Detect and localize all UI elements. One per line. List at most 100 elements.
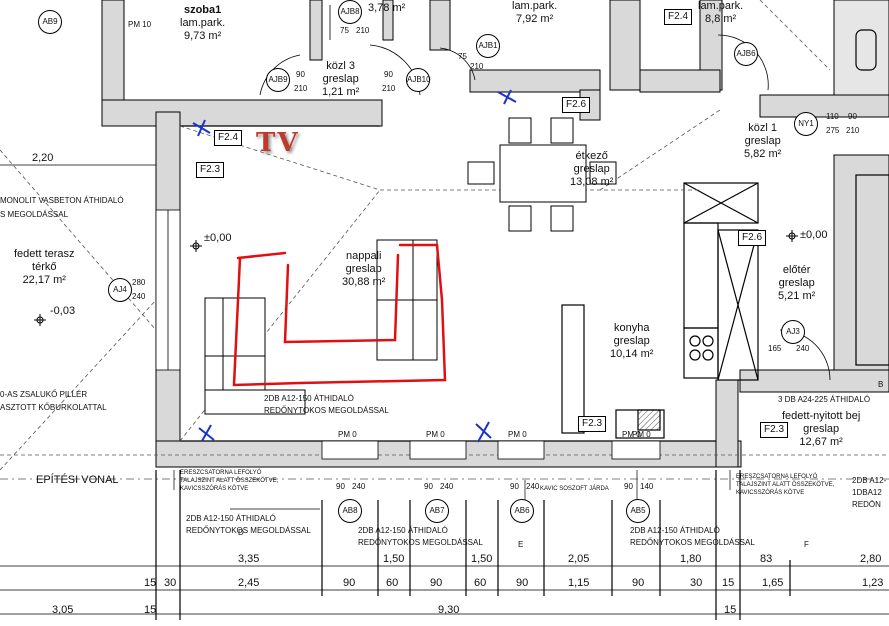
dim-value: 15 <box>722 577 735 589</box>
door-tag-aj3: AJ3 <box>781 320 805 344</box>
door-dim: 280 <box>132 278 146 287</box>
door-dim: 90 <box>624 482 633 491</box>
dim-value: 90 <box>430 577 443 589</box>
door-dim: 90 <box>424 482 433 491</box>
door-dim: 90 <box>296 70 305 79</box>
note-right: REDÖN <box>852 500 881 509</box>
room-area: 8,8 m² <box>705 13 737 25</box>
room-area: 1,21 m² <box>322 86 360 98</box>
dim-value: 1,15 <box>568 577 590 589</box>
dim-value: 30 <box>690 577 703 589</box>
dim-value: 1,23 <box>862 577 884 589</box>
door-dim: 90 <box>384 70 393 79</box>
room-name: konyha <box>613 322 650 334</box>
room-nappali: nappali greslap 30,88 m² <box>342 250 385 289</box>
door-tag-ajb1: AJB1 <box>476 34 500 58</box>
door-tag-ab8: AB8 <box>338 499 362 523</box>
door-tag-ajb10: AJB10 <box>406 68 431 92</box>
tag-f24: F2.4 <box>664 9 693 25</box>
note-right: 2DB A12- <box>852 476 887 485</box>
door-dim: 165 <box>768 344 782 353</box>
room-floor: greslap <box>322 73 359 85</box>
note-epitesi-vonal: EPÍTÉSI VONAL <box>36 474 119 486</box>
dim-value: 15 <box>144 604 157 616</box>
dim-value: 15 <box>724 604 737 616</box>
door-dim: 90 <box>336 482 345 491</box>
dim-value: 90 <box>343 577 356 589</box>
door-dim: 140 <box>640 482 654 491</box>
door-tag-aj4: AJ4 <box>108 278 132 302</box>
note-athidalo: 2DB A12-150 ÁTHIDALÓ <box>630 526 720 535</box>
note-athidalo: 2DB A12-150 ÁTHIDALÓ <box>186 514 276 523</box>
tag-f23: F2.3 <box>196 162 225 178</box>
note-athidalo: REDŐNYTOKOS MEGOLDÁSSAL <box>630 538 755 547</box>
dim-value: 90 <box>632 577 645 589</box>
dim-value: 30 <box>164 577 177 589</box>
room-area: 12,67 m² <box>799 436 843 448</box>
room-terasz: fedett terasz térkő 22,17 m² <box>14 248 75 287</box>
tag-f23: F2.3 <box>760 422 789 438</box>
room-floor: lam.park. <box>180 17 226 29</box>
dim-value: 1,80 <box>680 553 702 565</box>
door-dim: 240 <box>352 482 366 491</box>
door-dim: 210 <box>382 84 396 93</box>
room-area: 22,17 m² <box>22 274 66 286</box>
door-dim: 240 <box>526 482 540 491</box>
note-athidalo: 2DB A12-150 ÁTHIDALÓ <box>264 394 354 403</box>
room-name: közl 1 <box>748 122 778 134</box>
door-dim: 240 <box>440 482 454 491</box>
room-floor: greslap <box>744 135 781 147</box>
tag-f26: F2.6 <box>562 97 591 113</box>
note-athidalo: REDŐNYTOKOS MEGOLDÁSSAL <box>358 538 483 547</box>
note-right: 1DBA12 <box>852 488 882 497</box>
dim-value: 9,30 <box>438 604 460 616</box>
note-athidalo: REDŐNYTOKOS MEGOLDÁSSAL <box>186 526 311 535</box>
note-monolit: S MEGOLDÁSSAL <box>0 210 69 219</box>
room-eloter: előtér greslap 5,21 m² <box>778 264 815 303</box>
blue-marks <box>192 89 517 443</box>
note-csatorna: KAVICSSZÓRÁS KÖTVE <box>180 486 249 492</box>
door-tag-ab5: AB5 <box>626 499 650 523</box>
red-sketch <box>232 243 447 387</box>
door-tag-ab6: AB6 <box>510 499 534 523</box>
note-monolit: MONOLIT VASBETON ÁTHIDALÓ <box>0 196 124 205</box>
room-floor: greslap <box>778 277 815 289</box>
note-athidalo: REDŐNYTOKOS MEGOLDÁSSAL <box>264 406 389 415</box>
door-dim: 75 <box>458 52 467 61</box>
room-area: 5,82 m² <box>744 148 782 160</box>
room-name: szoba1 <box>183 4 222 16</box>
room-area: 3,78 m² <box>368 2 406 14</box>
tag-f23: F2.3 <box>578 416 607 432</box>
door-dim: 90 <box>510 482 519 491</box>
dim-value: 1,65 <box>762 577 784 589</box>
note-csatorna: ERESZCSATORNA LEFOLYÓ <box>736 474 818 480</box>
door-tag-ny1: NY1 <box>794 112 818 136</box>
tag-f24: F2.4 <box>214 130 243 146</box>
dim-value: 90 <box>516 577 529 589</box>
room-lampark-top: lam.park. 7,92 m² <box>512 0 557 26</box>
windows <box>155 209 661 460</box>
dim-value: 60 <box>386 577 399 589</box>
room-name: étkező <box>575 150 608 162</box>
note-athidalo: 2DB A12-150 ÁTHIDALÓ <box>358 526 448 535</box>
note-athidalo: 3 DB A24-225 ÁTHIDALÓ <box>778 395 871 404</box>
room-lampark-right: lam.park. 8,8 m² <box>698 0 743 26</box>
section-label: F <box>804 540 809 549</box>
section-label: B <box>878 380 884 389</box>
room-name: fedett terasz <box>14 248 75 260</box>
tag-f26: F2.6 <box>738 230 767 246</box>
dining-set <box>467 117 617 232</box>
door-tag-ajb8: AJB8 <box>338 0 362 24</box>
room-etkezo: étkező greslap 13,08 m² <box>570 150 613 189</box>
sofas <box>204 239 438 415</box>
door-dim-pm10: PM 10 <box>128 20 152 29</box>
door-dim: 210 <box>294 84 308 93</box>
door-tag-ajb9: AJB9 <box>266 68 290 92</box>
room-bejaro: fedett-nyitott bej greslap 12,67 m² <box>782 410 860 449</box>
room-konyha: konyha greslap 10,14 m² <box>610 322 653 361</box>
room-unnamed-top: 3,78 m² <box>368 2 405 15</box>
note-kavics: KAVIC SOSZOFT JÁRDA <box>540 486 609 492</box>
door-dim: 90 <box>848 112 857 121</box>
dim-value: 1,50 <box>471 553 493 565</box>
